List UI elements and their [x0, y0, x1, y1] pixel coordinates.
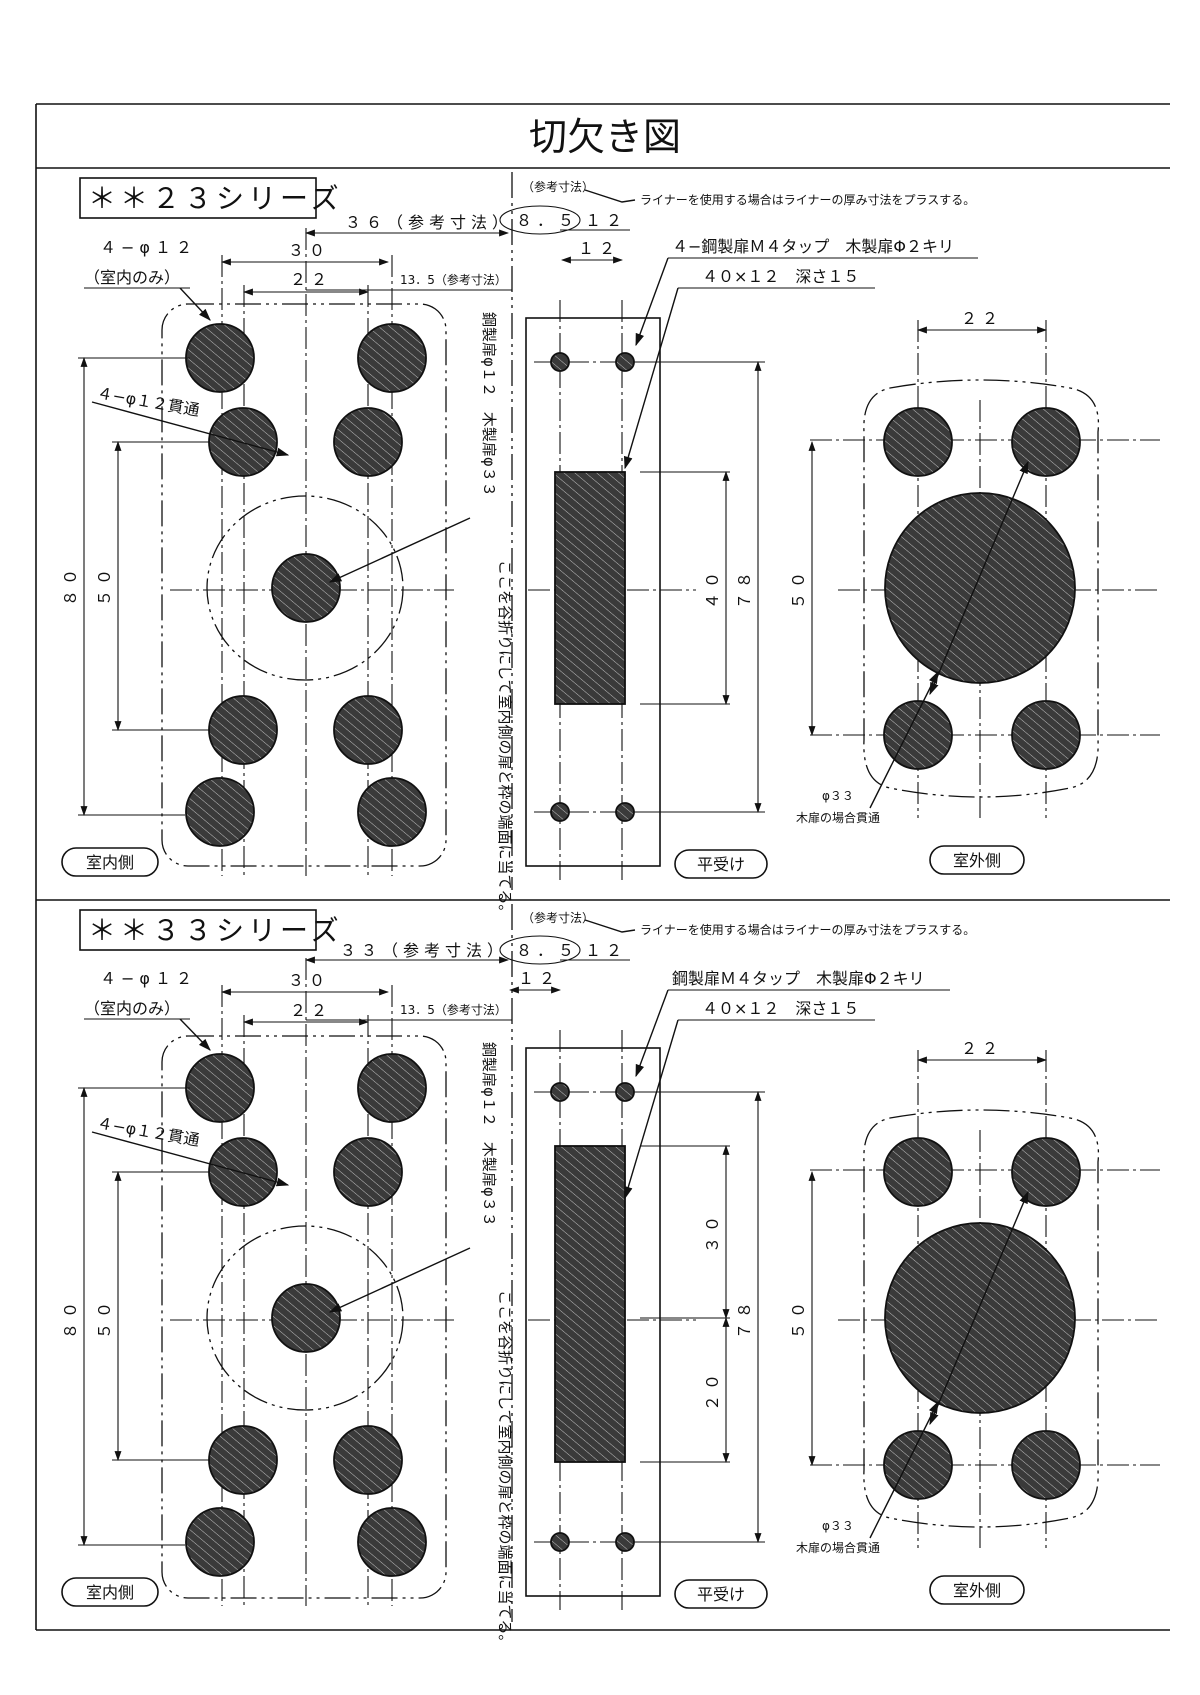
- dim-12-top: １２: [585, 941, 627, 960]
- dim-50-out: ５０: [789, 567, 808, 609]
- hole-note-label: （室内のみ）: [84, 268, 180, 287]
- dim-50: ５０: [95, 564, 114, 606]
- through-spec: ４−φ１２貫通: [95, 383, 201, 420]
- dim-8-5: ８．５: [516, 941, 579, 960]
- dim-13-5: 13．5（参考寸法）: [400, 1002, 507, 1017]
- vertical-note-1: 鋼製扉φ１２ 木製扉φ３３: [480, 1042, 498, 1227]
- page-title: 切欠き図: [529, 115, 681, 159]
- series-box: [79, 177, 317, 219]
- dim-8-5: ８．５: [516, 211, 579, 230]
- wood-note: 木扉の場合貫通: [796, 810, 880, 825]
- dim-50: ５０: [95, 1297, 114, 1339]
- dim-12-mid: １２: [518, 969, 560, 988]
- dim-40: ４０: [703, 567, 722, 609]
- dim-30: ３０: [288, 971, 330, 990]
- series-title: ＊＊２３シリーズ: [88, 182, 343, 215]
- label-outside: 室外側: [953, 851, 1001, 870]
- label-inside: 室内側: [86, 853, 134, 872]
- tap-note: ４−鋼製扉Ｍ４タップ 木製扉Φ２キリ: [672, 237, 954, 256]
- label-outside: 室外側: [953, 1581, 1001, 1600]
- vertical-note-2: ここを谷折りにして室内側の扉と枠の端面に当てる。: [496, 1290, 514, 1650]
- dim-80: ８０: [61, 1297, 80, 1339]
- liner-note: ライナーを使用する場合はライナーの厚み寸法をプラスする。: [640, 922, 975, 937]
- wood-note: 木扉の場合貫通: [796, 1540, 880, 1555]
- vertical-note-1: 鋼製扉φ１２ 木製扉φ３３: [480, 312, 498, 497]
- hole-spec-label: ４−φ１２: [100, 238, 197, 257]
- dim-30: ３０: [288, 241, 330, 260]
- label-inside: 室内側: [86, 1583, 134, 1602]
- dim-22: ２２: [290, 1001, 332, 1020]
- hole-spec-label: ４−φ１２: [100, 969, 197, 988]
- series-box: [79, 909, 317, 951]
- pocket-note: ４０×１２ 深さ１５: [702, 267, 859, 286]
- ref-label: （参考寸法）: [522, 910, 594, 925]
- dim-30-pocket: ３０: [703, 1211, 722, 1253]
- dim-78: ７８: [735, 567, 754, 609]
- dim-22: ２２: [290, 270, 332, 289]
- pocket-note: ４０×１２ 深さ１５: [702, 999, 859, 1018]
- hole-note-label: （室内のみ）: [84, 999, 180, 1018]
- through-spec: ４−φ１２貫通: [95, 1113, 201, 1150]
- series-title: ＊＊３３シリーズ: [88, 914, 343, 947]
- dim-12-top: １２: [585, 211, 627, 230]
- label-plate: 平受け: [697, 855, 745, 874]
- liner-note: ライナーを使用する場合はライナーの厚み寸法をプラスする。: [640, 192, 975, 207]
- dim-80: ８０: [61, 564, 80, 606]
- section-series-23: ＊＊２３シリーズ ３６（参考寸法） ４−φ１２ （室内のみ） ３０ ２２ 13．…: [61, 172, 1160, 920]
- ref-label: （参考寸法）: [522, 179, 594, 194]
- tap-note: 鋼製扉Ｍ４タップ 木製扉Φ２キリ: [672, 969, 925, 988]
- dim-20-pocket: ２０: [703, 1369, 722, 1411]
- dim-13-5: 13．5（参考寸法）: [400, 272, 507, 287]
- dim-ref-36: ３６（参考寸法）: [345, 213, 513, 232]
- phi33-label: φ３３: [822, 1519, 854, 1533]
- dim-ref-33: ３３（参考寸法）: [340, 941, 508, 960]
- frame: [35, 103, 1170, 1631]
- dim-12-mid: １２: [578, 239, 620, 258]
- phi33-label: φ３３: [822, 789, 854, 803]
- dim-78: ７８: [735, 1297, 754, 1339]
- vertical-note-2: ここを谷折りにして室内側の扉と枠の端面に当てる。: [496, 560, 514, 920]
- section-series-33: ＊＊３３シリーズ ３３（参考寸法） ４−φ１２ （室内のみ） ３０ ２２ 13．…: [61, 904, 1160, 1650]
- label-plate: 平受け: [697, 1585, 745, 1604]
- dim-50-out: ５０: [789, 1297, 808, 1339]
- dim-22-out: ２２: [961, 309, 1003, 328]
- dim-22-out: ２２: [961, 1039, 1003, 1058]
